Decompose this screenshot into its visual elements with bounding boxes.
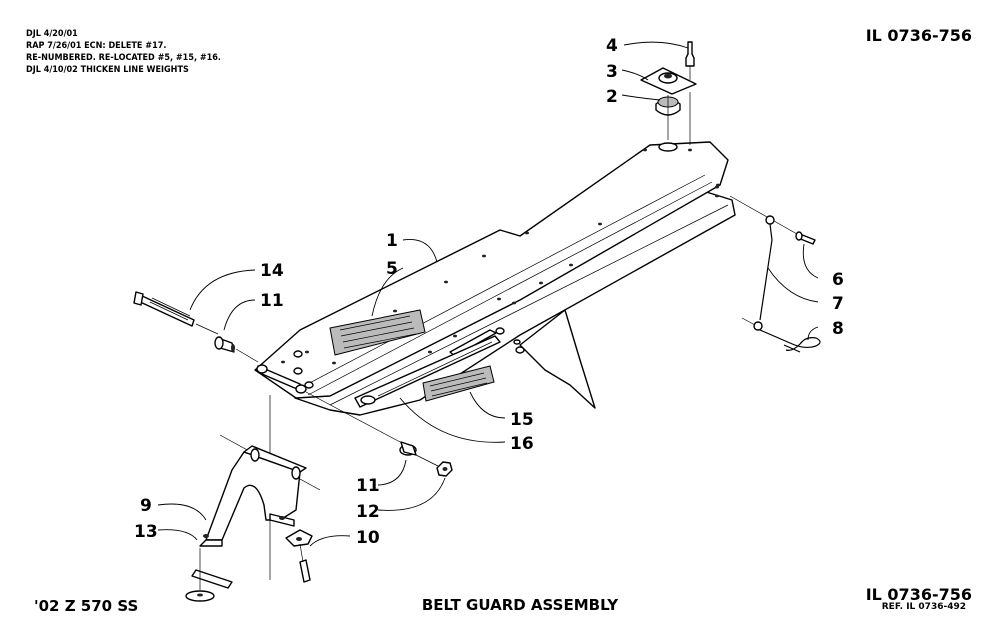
part-7-lanyard — [741, 215, 775, 331]
part-12-nut — [415, 454, 453, 477]
part-11-bushing-upper — [214, 336, 259, 363]
callout-3: 3 — [606, 62, 618, 82]
revision-notes: DJL 4/20/01 RAP 7/26/01 ECN: DELETE #17.… — [26, 28, 221, 76]
part-13-plate — [185, 548, 233, 602]
callout-14: 14 — [260, 261, 284, 281]
revision-note-3: RE-NUMBERED. RE-LOCATED #5, #15, #16. — [26, 53, 221, 63]
part-10-screw — [285, 529, 313, 583]
part-8-hitch-pin — [759, 329, 821, 353]
callout-8: 8 — [832, 319, 844, 339]
callout-5: 5 — [386, 259, 398, 279]
callout-6: 6 — [832, 270, 844, 290]
callout-2: 2 — [606, 87, 618, 107]
part-14-bolt — [133, 291, 219, 335]
callout-16: 16 — [510, 434, 534, 454]
illustration-number-bottom: IL 0736-756 — [865, 585, 972, 604]
revision-note-1: DJL 4/20/01 — [26, 29, 78, 39]
callout-7: 7 — [832, 294, 844, 314]
callout-9: 9 — [140, 496, 152, 516]
reference-number: REF. IL 0736-492 — [881, 602, 966, 612]
callout-11-lower: 11 — [356, 476, 380, 496]
callout-labels: 1 5 4 3 2 6 7 8 14 11 15 16 11 12 10 9 1… — [134, 36, 844, 548]
illustration-number-top: IL 0736-756 — [865, 26, 972, 45]
callout-11-upper: 11 — [260, 291, 284, 311]
callout-15: 15 — [510, 410, 534, 430]
part-6-pin — [729, 195, 816, 245]
decal-15 — [422, 365, 495, 402]
part-3-flange — [640, 67, 697, 95]
callout-10: 10 — [356, 528, 380, 548]
decal-5 — [329, 309, 426, 356]
part-11-bushing-lower — [305, 391, 417, 456]
revision-note-2: RAP 7/26/01 ECN: DELETE #17. — [26, 41, 167, 51]
callout-13: 13 — [134, 522, 158, 542]
model-label: '02 Z 570 SS — [34, 597, 139, 615]
belt-guard-body — [254, 141, 736, 416]
revision-note-4: DJL 4/10/02 THICKEN LINE WEIGHTS — [26, 65, 189, 75]
diagram-title: BELT GUARD ASSEMBLY — [421, 596, 619, 614]
callout-1: 1 — [386, 231, 398, 251]
callout-12: 12 — [356, 502, 380, 522]
decal-16 — [354, 335, 501, 408]
leader-lines — [157, 41, 819, 547]
callout-4: 4 — [606, 36, 618, 56]
part-9-bracket — [199, 395, 321, 580]
